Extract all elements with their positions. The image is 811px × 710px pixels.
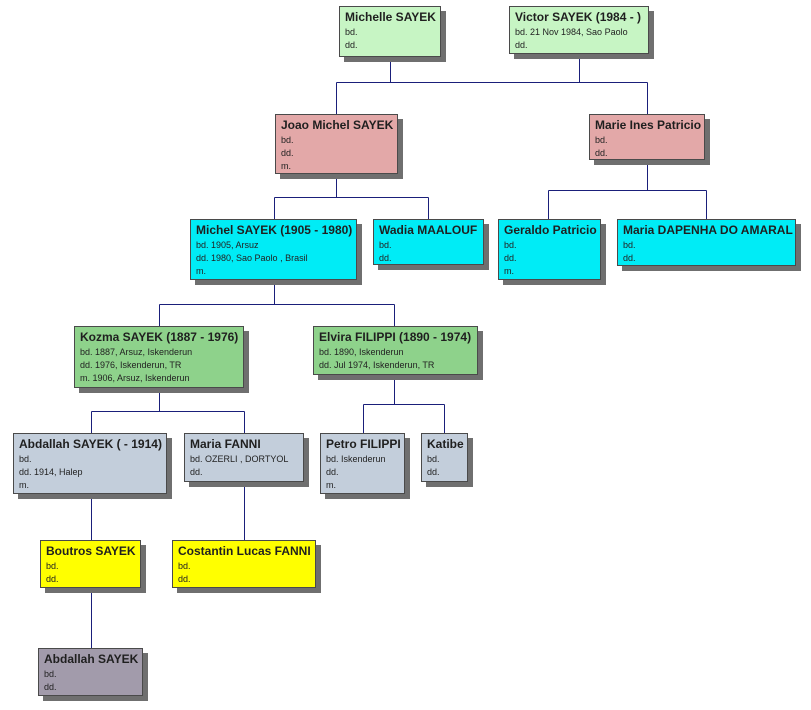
person-detail: dd. — [515, 40, 528, 50]
person-name: Elvira FILIPPI (1890 - 1974) — [319, 330, 472, 344]
person-name: Marie Ines Patricio — [595, 118, 702, 132]
person-card-petro[interactable]: Petro FILIPPI bd. Iskenderun dd. m. — [320, 433, 405, 494]
person-card-michel[interactable]: Michel SAYEK (1905 - 1980) bd. 1905, Arsu… — [190, 219, 357, 280]
person-detail: bd. — [504, 240, 517, 250]
person-card-costantin[interactable]: Costantin Lucas FANNI bd. dd. — [172, 540, 316, 588]
person-detail: dd. — [326, 467, 339, 477]
connector-line — [91, 388, 245, 433]
person-detail: bd. 21 Nov 1984, Sao Paolo — [515, 27, 628, 37]
person-card-geraldo[interactable]: Geraldo Patricio bd. dd. m. — [498, 219, 601, 280]
person-card-marie[interactable]: Marie Ines Patricio bd. dd. — [589, 114, 705, 160]
person-name: Kozma SAYEK (1887 - 1976) — [80, 330, 239, 344]
person-detail: dd. 1980, Sao Paolo , Brasil — [196, 253, 308, 263]
person-name: Maria FANNI — [190, 437, 261, 451]
connector-line — [159, 280, 395, 326]
person-name: Michelle SAYEK — [345, 10, 436, 24]
person-detail: dd. 1976, Iskenderun, TR — [80, 360, 182, 370]
person-name: Wadia MAALOUF — [379, 223, 478, 237]
connector-line — [363, 375, 445, 433]
person-name: Abdallah SAYEK — [44, 652, 139, 666]
person-detail: dd. — [504, 253, 517, 263]
person-name: Costantin Lucas FANNI — [178, 544, 311, 558]
person-card-wadia[interactable]: Wadia MAALOUF bd. dd. — [373, 219, 484, 265]
connector-line — [336, 54, 648, 114]
person-detail: dd. — [623, 253, 636, 263]
person-name: Petro FILIPPI — [326, 437, 401, 451]
person-detail: dd. — [379, 253, 392, 263]
person-detail: bd. 1890, Iskenderun — [319, 347, 404, 357]
person-card-victor[interactable]: Victor SAYEK (1984 - ) bd. 21 Nov 1984, S… — [509, 6, 649, 54]
person-detail: bd. — [379, 240, 392, 250]
person-detail: bd. — [46, 561, 59, 571]
person-name: Boutros SAYEK — [46, 544, 136, 558]
person-detail: bd. — [623, 240, 636, 250]
person-detail: bd. — [178, 561, 191, 571]
person-card-maria-dapenha[interactable]: Maria DAPENHA DO AMARAL bd. dd. — [617, 219, 796, 266]
person-name: Maria DAPENHA DO AMARAL — [623, 223, 793, 237]
person-detail: dd. — [44, 682, 57, 692]
person-detail: dd. — [190, 467, 203, 477]
person-detail: bd. 1905, Arsuz — [196, 240, 259, 250]
person-name: Joao Michel SAYEK — [281, 118, 394, 132]
person-detail: m. — [196, 266, 206, 276]
person-detail: dd. — [595, 148, 608, 158]
person-detail: dd. — [178, 574, 191, 584]
person-detail: bd. OZERLI , DORTYOL — [190, 454, 289, 464]
person-detail: m. — [504, 266, 514, 276]
person-name: Geraldo Patricio — [504, 223, 597, 237]
person-name: Abdallah SAYEK ( - 1914) — [19, 437, 162, 451]
person-detail: m. — [19, 480, 29, 490]
person-detail: m. — [326, 480, 336, 490]
person-detail: dd. — [281, 148, 294, 158]
person-detail: bd. — [345, 27, 358, 37]
person-detail: bd. — [281, 135, 294, 145]
person-detail: dd. — [46, 574, 59, 584]
person-detail: dd. — [427, 467, 440, 477]
person-card-abdallah2[interactable]: Abdallah SAYEK bd. dd. — [38, 648, 143, 696]
person-card-maria-fanni[interactable]: Maria FANNI bd. OZERLI , DORTYOL dd. — [184, 433, 304, 482]
person-name: Michel SAYEK (1905 - 1980) — [196, 223, 353, 237]
connector-line — [274, 174, 429, 219]
person-name: Katibe — [427, 437, 464, 451]
person-detail: bd. — [19, 454, 32, 464]
person-card-joao[interactable]: Joao Michel SAYEK bd. dd. m. — [275, 114, 398, 174]
person-detail: bd. — [44, 669, 57, 679]
person-detail: bd. Iskenderun — [326, 454, 386, 464]
person-name: Victor SAYEK (1984 - ) — [515, 10, 642, 24]
person-detail: bd. — [427, 454, 440, 464]
person-detail: bd. 1887, Arsuz, Iskenderun — [80, 347, 193, 357]
person-detail: m. — [281, 161, 291, 171]
person-card-boutros[interactable]: Boutros SAYEK bd. dd. — [40, 540, 141, 588]
person-card-katibe[interactable]: Katibe bd. dd. — [421, 433, 468, 482]
person-card-abdallah1[interactable]: Abdallah SAYEK ( - 1914) bd. dd. 1914, Hal… — [13, 433, 167, 494]
person-detail: dd. 1914, Halep — [19, 467, 83, 477]
person-card-elvira[interactable]: Elvira FILIPPI (1890 - 1974) bd. 1890, Is… — [313, 326, 478, 375]
person-detail: dd. — [345, 40, 358, 50]
person-card-michelle[interactable]: Michelle SAYEK bd. dd. — [339, 6, 441, 57]
person-card-kozma[interactable]: Kozma SAYEK (1887 - 1976) bd. 1887, Arsuz… — [74, 326, 244, 388]
connector-line — [548, 160, 707, 219]
person-detail: bd. — [595, 135, 608, 145]
person-detail: dd. Jul 1974, Iskenderun, TR — [319, 360, 435, 370]
person-detail: m. 1906, Arsuz, Iskenderun — [80, 373, 190, 383]
